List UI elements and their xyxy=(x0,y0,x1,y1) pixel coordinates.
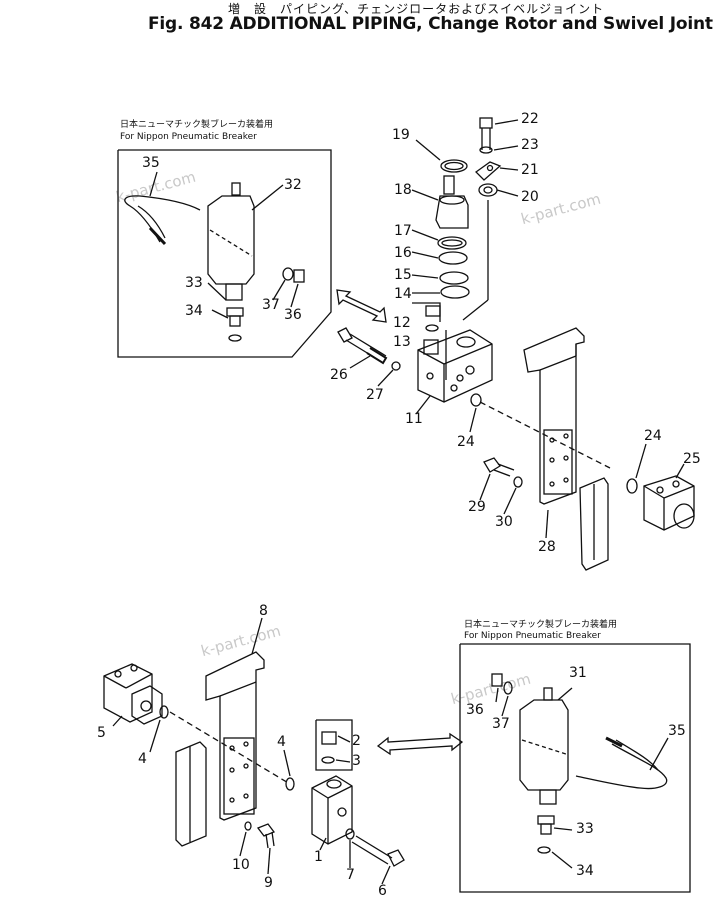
plate-21 xyxy=(474,161,502,181)
part-label-20: 20 xyxy=(521,189,539,205)
inset-box-top xyxy=(117,149,332,358)
figure-title: Fig. 842 ADDITIONAL PIPING, Change Rotor… xyxy=(148,14,713,34)
part-label-37: 37 xyxy=(262,297,280,313)
oring-17 xyxy=(437,236,467,250)
part-label-3: 3 xyxy=(352,753,361,769)
nut-36-bottom xyxy=(491,673,503,687)
washer-7 xyxy=(345,828,355,840)
oring-4-left xyxy=(159,705,169,719)
washer-37-top xyxy=(282,267,294,281)
part-label-35: 35 xyxy=(142,155,160,171)
accumulator-32 xyxy=(207,182,255,301)
washer-20 xyxy=(478,183,498,197)
bolt-29 xyxy=(483,457,515,477)
part-label-17: 17 xyxy=(394,223,412,239)
part-label-33: 33 xyxy=(185,275,203,291)
fitting-33-top xyxy=(226,307,244,342)
part-label-2: 2 xyxy=(352,733,361,749)
plug-box-12-13 xyxy=(412,302,441,332)
link-arrow-top xyxy=(336,289,387,323)
oring-16 xyxy=(438,251,468,265)
snap-ring-19 xyxy=(440,159,468,173)
part-label-25: 25 xyxy=(683,451,701,467)
oring-4-center xyxy=(285,777,295,791)
part-label-34: 34 xyxy=(185,303,203,319)
part-label-24-right: 24 xyxy=(644,428,662,444)
oring-15 xyxy=(439,271,469,285)
part-label-19: 19 xyxy=(392,127,410,143)
part-label-4-center: 4 xyxy=(277,734,286,750)
part-label-18: 18 xyxy=(394,182,412,198)
bracket-28 xyxy=(523,327,609,571)
washer-30 xyxy=(513,476,523,488)
valve-block-1 xyxy=(311,775,353,845)
part-label-32: 32 xyxy=(284,177,302,193)
inset-caption-en-top: For Nippon Pneumatic Breaker xyxy=(120,132,257,142)
part-label-35-bottom: 35 xyxy=(668,723,686,739)
bracket-8 xyxy=(175,651,265,847)
part-label-23: 23 xyxy=(521,137,539,153)
inset-caption-jp-top: 日本ニューマチック製ブレーカ装着用 xyxy=(120,120,274,130)
part-label-10: 10 xyxy=(232,857,250,873)
inset-caption-jp-bottom: 日本ニューマチック製ブレーカ装着用 xyxy=(464,620,618,630)
part-label-26: 26 xyxy=(330,367,348,383)
bolt-6 xyxy=(351,835,405,867)
part-label-24-center: 24 xyxy=(457,434,475,450)
part-label-9: 9 xyxy=(264,875,273,891)
part-label-36-bottom: 36 xyxy=(466,702,484,718)
part-label-36: 36 xyxy=(284,307,302,323)
part-label-33-bottom: 33 xyxy=(576,821,594,837)
plug-box-2-3 xyxy=(315,719,353,771)
washer-10 xyxy=(244,821,252,831)
part-label-27: 27 xyxy=(366,387,384,403)
oring-24-center xyxy=(470,393,482,407)
valve-block-11 xyxy=(417,329,493,403)
oring-24-right xyxy=(626,478,638,494)
part-label-28: 28 xyxy=(538,539,556,555)
link-arrow-bottom xyxy=(376,732,464,756)
part-label-16: 16 xyxy=(394,245,412,261)
part-label-1: 1 xyxy=(314,849,323,865)
part-label-29: 29 xyxy=(468,499,486,515)
rotor-18 xyxy=(435,175,469,229)
washer-37-bottom xyxy=(503,681,513,695)
part-label-5: 5 xyxy=(97,725,106,741)
washer-23 xyxy=(479,146,493,154)
title-japanese: 増 設 パイピング、チェンジロータおよびスイベルジョイント xyxy=(228,2,605,16)
bolt-22 xyxy=(479,117,493,150)
inset-caption-en-bottom: For Nippon Pneumatic Breaker xyxy=(464,631,601,641)
part-label-6: 6 xyxy=(378,883,387,899)
washer-27 xyxy=(391,361,401,371)
part-label-7: 7 xyxy=(346,867,355,883)
part-label-34-bottom: 34 xyxy=(576,863,594,879)
part-label-22: 22 xyxy=(521,111,539,127)
nut-36-top xyxy=(293,269,305,283)
part-label-4-left: 4 xyxy=(138,751,147,767)
bolt-26 xyxy=(337,327,388,365)
accumulator-31 xyxy=(519,687,569,805)
part-label-12: 12 xyxy=(393,315,411,331)
part-label-37-bottom: 37 xyxy=(492,716,510,732)
part-label-15: 15 xyxy=(394,267,412,283)
swivel-joint-5 xyxy=(103,663,163,725)
hose-35-top xyxy=(124,195,201,246)
part-label-13: 13 xyxy=(393,334,411,350)
swivel-joint-25 xyxy=(643,475,695,531)
part-label-8: 8 xyxy=(259,603,268,619)
part-label-14: 14 xyxy=(394,286,412,302)
fitting-33-bottom xyxy=(537,815,555,854)
inset-box-bottom xyxy=(459,643,691,893)
part-label-30: 30 xyxy=(495,514,513,530)
oring-14 xyxy=(440,285,470,299)
hose-35-bottom xyxy=(575,736,668,790)
part-label-11: 11 xyxy=(405,411,423,427)
part-label-31: 31 xyxy=(569,665,587,681)
part-label-21: 21 xyxy=(521,162,539,178)
bolt-9 xyxy=(256,823,276,849)
